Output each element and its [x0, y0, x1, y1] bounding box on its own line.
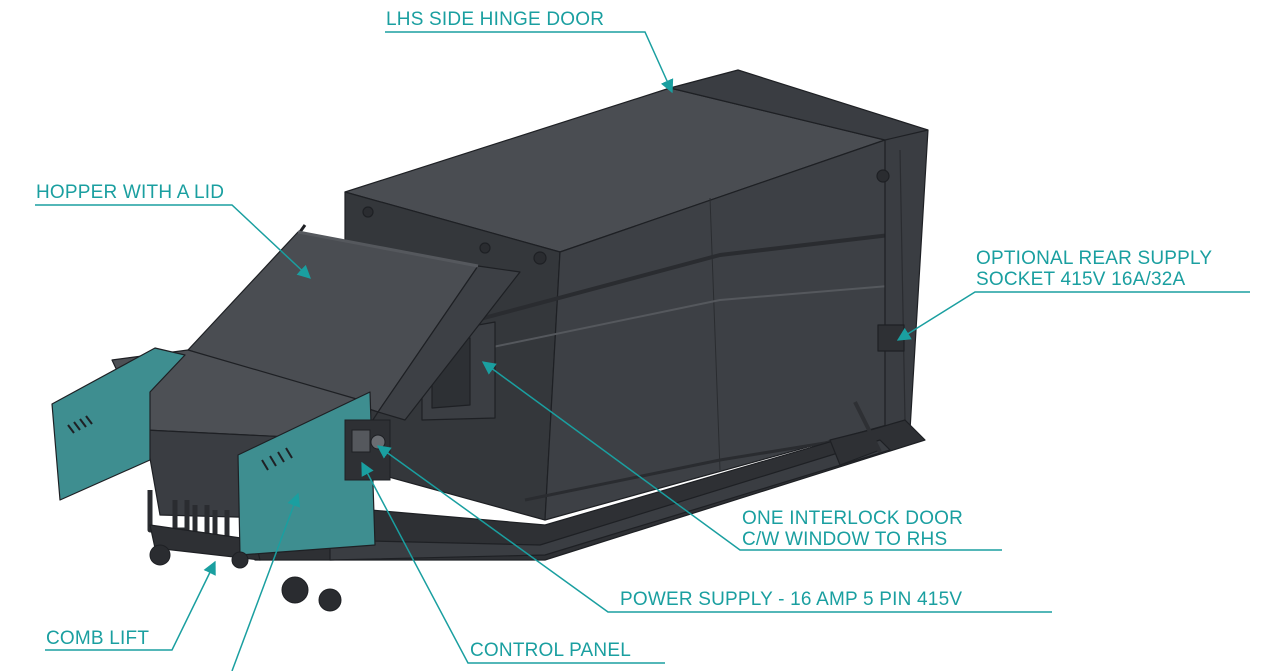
- callout-lhs-side-hinge-door: LHS SIDE HINGE DOOR: [386, 9, 605, 30]
- hopper-right-wall: [377, 265, 521, 421]
- comb-lift-frame: [149, 524, 261, 561]
- teal-panels: [51, 347, 376, 556]
- callout-interlock-door: ONE INTERLOCK DOOR C/W WINDOW TO RHS: [742, 508, 964, 550]
- leader-power: [376, 445, 1052, 613]
- leader-lines: [35, 31, 1250, 671]
- callout-comb-lift: COMB LIFT: [46, 628, 150, 649]
- leader-hopper: [35, 204, 311, 279]
- leader-panel: [231, 492, 301, 671]
- roller-wheel: [281, 576, 309, 604]
- skid-inner: [329, 439, 891, 561]
- lifting-eye: [479, 242, 491, 254]
- callout-power-supply: POWER SUPPLY - 16 AMP 5 PIN 415V: [620, 589, 963, 610]
- callout-optional-rear-supply: OPTIONAL REAR SUPPLY SOCKET 415V 16A/32A: [976, 248, 1213, 290]
- wheels: [149, 544, 342, 612]
- leader-interlock: [481, 361, 1002, 551]
- callout-control-panel: CONTROL PANEL: [470, 640, 631, 661]
- lifting-eye: [362, 206, 374, 218]
- castor-wheel: [149, 544, 171, 566]
- right-access-panel: [237, 391, 376, 556]
- side-rail-upper: [419, 233, 891, 337]
- lifting-eye: [876, 169, 890, 183]
- left-hinged-panel: [51, 347, 186, 501]
- leader-rear-supply: [896, 291, 1250, 341]
- lifting-eye: [533, 251, 547, 265]
- side-rail-lower: [429, 284, 901, 361]
- castor-wheel: [231, 551, 249, 569]
- control-panel-face: [351, 429, 371, 453]
- leader-comb-lift: [45, 560, 216, 651]
- leader-control-panel: [361, 461, 665, 664]
- roller-wheel: [318, 588, 342, 612]
- leader-lhs-door: [385, 31, 674, 94]
- side-seam-vertical: [709, 197, 721, 471]
- callout-hopper-with-lid: HOPPER WITH A LID: [36, 182, 225, 203]
